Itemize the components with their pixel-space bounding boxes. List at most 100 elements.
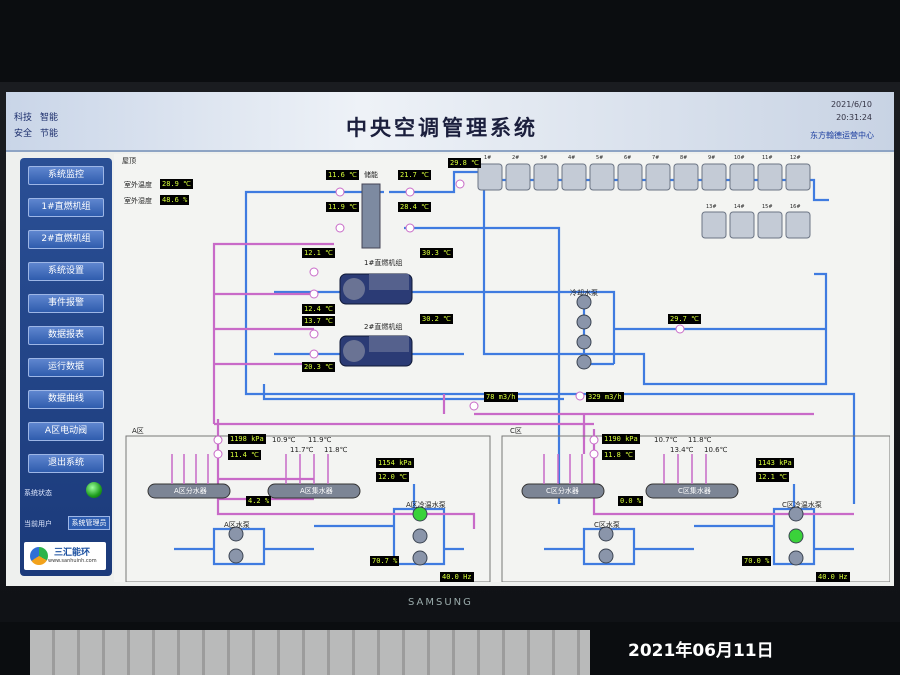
outdoor-temp-label: 室外温度 bbox=[124, 181, 152, 189]
zone-a-small: 11.8℃ bbox=[324, 446, 348, 454]
chiller-2-value: 13.7 ℃ bbox=[302, 316, 335, 326]
top-link: 安全 bbox=[14, 129, 33, 139]
logo-name: 三汇能环 bbox=[54, 548, 91, 558]
pipe bbox=[244, 230, 856, 504]
process-diagram: 屋顶 室外温度 28.9 ℃ 室外湿度 48.6 % 储能 11.6 ℃ 11.… bbox=[114, 154, 890, 582]
pipe bbox=[214, 422, 594, 439]
zone-c-cw-pump-label: C区冷温水泵 bbox=[782, 501, 822, 509]
zone-a-small: 11.7℃ bbox=[290, 446, 314, 454]
zone-c-small: 13.4℃ bbox=[670, 446, 694, 454]
pipe-network bbox=[125, 163, 890, 582]
header-tank bbox=[361, 183, 381, 249]
header-value: 29.8 ℃ bbox=[448, 158, 481, 168]
zone-c-value: 12.1 ℃ bbox=[756, 472, 789, 482]
header-value: 11.9 ℃ bbox=[326, 202, 359, 212]
menu-curve[interactable]: 数据曲线 bbox=[28, 390, 104, 409]
zone-c-small: 10.7℃ bbox=[654, 436, 678, 444]
zone-a-return: A区集水器 bbox=[300, 487, 333, 495]
header-value: 21.7 ℃ bbox=[398, 170, 431, 180]
pipe bbox=[412, 484, 804, 516]
zone-c-return: C区集水器 bbox=[678, 487, 711, 495]
menu-exit[interactable]: 退出系统 bbox=[28, 454, 104, 473]
pipe bbox=[212, 242, 334, 424]
photo-date: 2021年06月11日 bbox=[628, 641, 774, 661]
outdoor-hum: 48.6 % bbox=[160, 195, 190, 205]
logo-url: www.sanhuinh.com bbox=[48, 558, 97, 564]
tower-label: 1# bbox=[484, 155, 492, 161]
tower-label: 11# bbox=[762, 155, 773, 161]
pipe bbox=[544, 527, 694, 566]
menu-a-valve[interactable]: A区电动阀 bbox=[28, 422, 104, 441]
menu-chiller-2[interactable]: 2#直燃机组 bbox=[28, 230, 104, 249]
zone-a-pump-label: A区水泵 bbox=[224, 521, 250, 529]
outdoor-temp: 28.9 ℃ bbox=[160, 179, 193, 189]
zone-c-value: 1190 kPa bbox=[602, 434, 640, 444]
tower-label: 12# bbox=[790, 155, 801, 161]
flow-1: 78 m3/h bbox=[484, 392, 518, 402]
cooling-pump-label: 冷却水泵 bbox=[570, 289, 598, 297]
company-name: 东方翰德运营中心 bbox=[810, 131, 874, 140]
chiller-1-value: 12.4 ℃ bbox=[302, 304, 335, 314]
pipe bbox=[262, 384, 564, 401]
header-box-label: 储能 bbox=[364, 171, 378, 179]
menu-settings[interactable]: 系统设置 bbox=[28, 262, 104, 281]
zone-c-frame bbox=[501, 435, 890, 582]
pipe bbox=[694, 507, 854, 566]
chiller-1-value: 12.1 ℃ bbox=[302, 248, 335, 258]
flow-2: 329 m3/h bbox=[586, 392, 624, 402]
top-link: 智能 bbox=[40, 113, 59, 123]
header-value: 28.4 ℃ bbox=[398, 202, 431, 212]
menu-alarm[interactable]: 事件报警 bbox=[28, 294, 104, 313]
menu-chiller-1[interactable]: 1#直燃机组 bbox=[28, 198, 104, 217]
time: 20:31:24 bbox=[836, 113, 872, 122]
tower-label: 7# bbox=[652, 155, 660, 161]
tower-label: 3# bbox=[540, 155, 548, 161]
pipe bbox=[404, 226, 561, 504]
zone-a-value: 70.7 % bbox=[370, 556, 400, 566]
cooling-towers bbox=[477, 163, 811, 239]
cooling-pumps bbox=[576, 294, 592, 370]
chiller-1-label: 1#直燃机组 bbox=[364, 259, 403, 267]
pipe bbox=[314, 507, 464, 566]
chiller-2-value: 30.2 ℃ bbox=[420, 314, 453, 324]
zone-c-collector: C区分水器 bbox=[546, 487, 579, 495]
zone-pumps bbox=[228, 506, 804, 566]
tower-label: 9# bbox=[708, 155, 716, 161]
tower-label: 6# bbox=[624, 155, 632, 161]
sidebar: 系统监控 1#直燃机组 2#直燃机组 系统设置 事件报警 数据报表 运行数据 数… bbox=[20, 158, 112, 576]
zone-a-value: 40.0 Hz bbox=[440, 572, 474, 582]
tower-label: 4# bbox=[568, 155, 576, 161]
top-bar: 科技智能 安全节能 中央空调管理系统 2021/6/10 20:31:24 东方… bbox=[6, 92, 894, 152]
page-title: 中央空调管理系统 bbox=[346, 115, 538, 140]
sensor-dots bbox=[213, 179, 685, 459]
menu-system-monitor[interactable]: 系统监控 bbox=[28, 166, 104, 185]
header-value: 11.6 ℃ bbox=[326, 170, 359, 180]
chiller-1-value: 30.3 ℃ bbox=[420, 248, 453, 258]
zone-c-small: 11.8℃ bbox=[688, 436, 712, 444]
zone-a-label: A区 bbox=[132, 427, 144, 435]
menu-report[interactable]: 数据报表 bbox=[28, 326, 104, 345]
tower-label: 2# bbox=[512, 155, 520, 161]
tower-label: 15# bbox=[762, 204, 773, 210]
zone-a-value: 1198 kPa bbox=[228, 434, 266, 444]
top-links: 科技智能 安全节能 bbox=[14, 110, 66, 142]
section-label: 屋顶 bbox=[122, 157, 136, 165]
zone-a-value: 4.2 % bbox=[246, 496, 272, 506]
tower-label: 16# bbox=[790, 204, 801, 210]
zone-a-value: 1154 kPa bbox=[376, 458, 414, 468]
chiller-2-value: 20.3 ℃ bbox=[302, 362, 335, 372]
zone-a-frame bbox=[125, 435, 491, 582]
tower-label: 10# bbox=[734, 155, 745, 161]
top-link: 科技 bbox=[14, 113, 33, 123]
pipe bbox=[174, 527, 314, 566]
chiller-2-label: 2#直燃机组 bbox=[364, 323, 403, 331]
zone-a-small: 11.9℃ bbox=[308, 436, 332, 444]
logo-mark-icon bbox=[30, 547, 48, 565]
pipe bbox=[274, 290, 616, 304]
zone-a-collector: A区分水器 bbox=[174, 487, 207, 495]
zone-c-value: 11.8 ℃ bbox=[602, 450, 635, 460]
zone-c-value: 70.0 % bbox=[742, 556, 772, 566]
chiller-2 bbox=[339, 335, 413, 367]
menu-run-data[interactable]: 运行数据 bbox=[28, 358, 104, 377]
zone-c-value: 1143 kPa bbox=[756, 458, 794, 468]
